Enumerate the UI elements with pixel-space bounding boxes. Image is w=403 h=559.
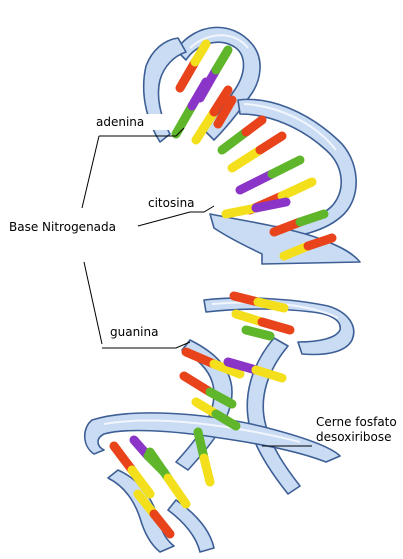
- label-guanina: guanina: [110, 325, 158, 339]
- label-adenina: adenina: [96, 115, 144, 129]
- pair-u3-b: [192, 82, 206, 106]
- pair-l2-b: [262, 322, 290, 330]
- label-cerne-line2: desoxiribose: [316, 430, 392, 444]
- pair-l6-a: [184, 376, 210, 392]
- label-base-nitrogenada: Base Nitrogenada: [9, 220, 116, 234]
- pair-u1-a: [180, 62, 195, 88]
- label-citosina: citosina: [148, 196, 195, 210]
- pair-u8-a: [240, 174, 272, 190]
- leader-guanina: [102, 342, 190, 348]
- label-cerne-line1: Cerne fosfato: [316, 415, 397, 429]
- pair-l3-a: [246, 330, 270, 336]
- pair-u3-a: [176, 106, 192, 134]
- pair-l1-b: [258, 302, 284, 308]
- pair-u7-a: [232, 150, 260, 168]
- leader-base-bracket-upper: [82, 136, 99, 208]
- pair-u10-a: [226, 208, 256, 214]
- leader-base-bracket-lower: [84, 262, 102, 344]
- pair-u6-b: [246, 120, 262, 132]
- lower-backbone-bottom: [168, 500, 214, 552]
- pair-u7-b: [260, 136, 282, 150]
- pair-u2-b: [216, 50, 228, 70]
- lower-backbone-mid-right: [247, 338, 300, 494]
- pair-l8-b: [204, 458, 210, 482]
- pair-u8-b: [272, 160, 300, 174]
- pair-u9-b: [282, 182, 312, 196]
- upper-helix: [144, 27, 360, 264]
- pair-u10-b: [256, 202, 286, 208]
